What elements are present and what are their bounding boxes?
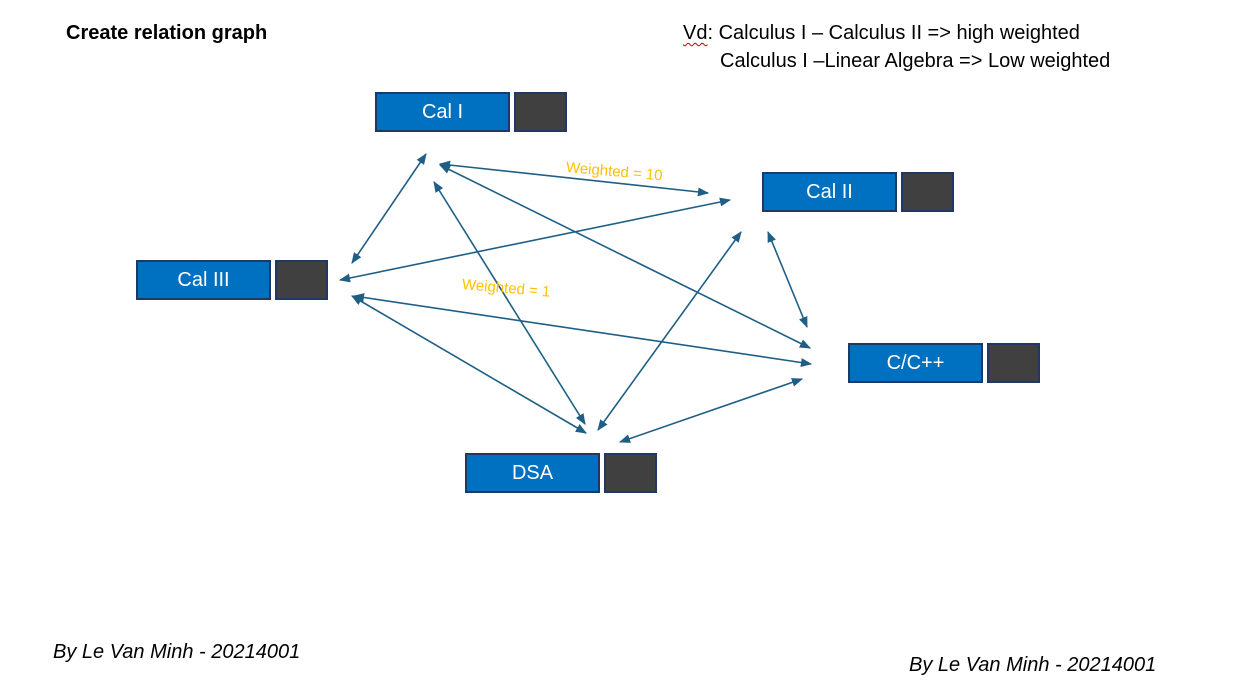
edge-cal3-cal2: [338, 197, 732, 283]
edge-dsa-cpp: [618, 378, 804, 443]
node-side-box-cal-1: [514, 92, 567, 132]
node-cpp: C/C++: [848, 343, 1040, 383]
node-side-box-cal-2: [901, 172, 954, 212]
node-side-box-dsa: [604, 453, 657, 493]
node-cal-3: Cal III: [136, 260, 328, 300]
author-credit-left: By Le Van Minh - 20214001: [53, 641, 301, 663]
author-credit-right: By Le Van Minh - 20214001: [909, 654, 1157, 676]
edge-cal2-dsa: [597, 231, 742, 431]
page-title: Create relation graph: [66, 22, 268, 44]
example-line-1-text: : Calculus I – Calculus II => high weigh…: [707, 22, 1080, 44]
node-label-dsa: DSA: [465, 453, 600, 493]
example-note-line-1: Vd: Calculus I – Calculus II => high wei…: [683, 22, 1080, 45]
edge-cal3-cpp: [352, 293, 813, 367]
node-label-cpp: C/C++: [848, 343, 983, 383]
edge-cal1-cal3: [351, 153, 427, 264]
edge-cal1-cpp: [438, 164, 812, 349]
edge-cal2-cpp: [767, 230, 808, 329]
node-label-cal-3: Cal III: [136, 260, 271, 300]
node-label-cal-1: Cal I: [375, 92, 510, 132]
node-label-cal-2: Cal II: [762, 172, 897, 212]
node-cal-2: Cal II: [762, 172, 954, 212]
edge-cal3-dsa: [351, 295, 587, 434]
node-side-box-cpp: [987, 343, 1040, 383]
example-prefix: Vd: [683, 22, 708, 44]
node-side-box-cal-3: [275, 260, 328, 300]
node-dsa: DSA: [465, 453, 657, 493]
example-note-line-2: Calculus I –Linear Algebra => Low weight…: [720, 50, 1111, 72]
node-cal-1: Cal I: [375, 92, 567, 132]
